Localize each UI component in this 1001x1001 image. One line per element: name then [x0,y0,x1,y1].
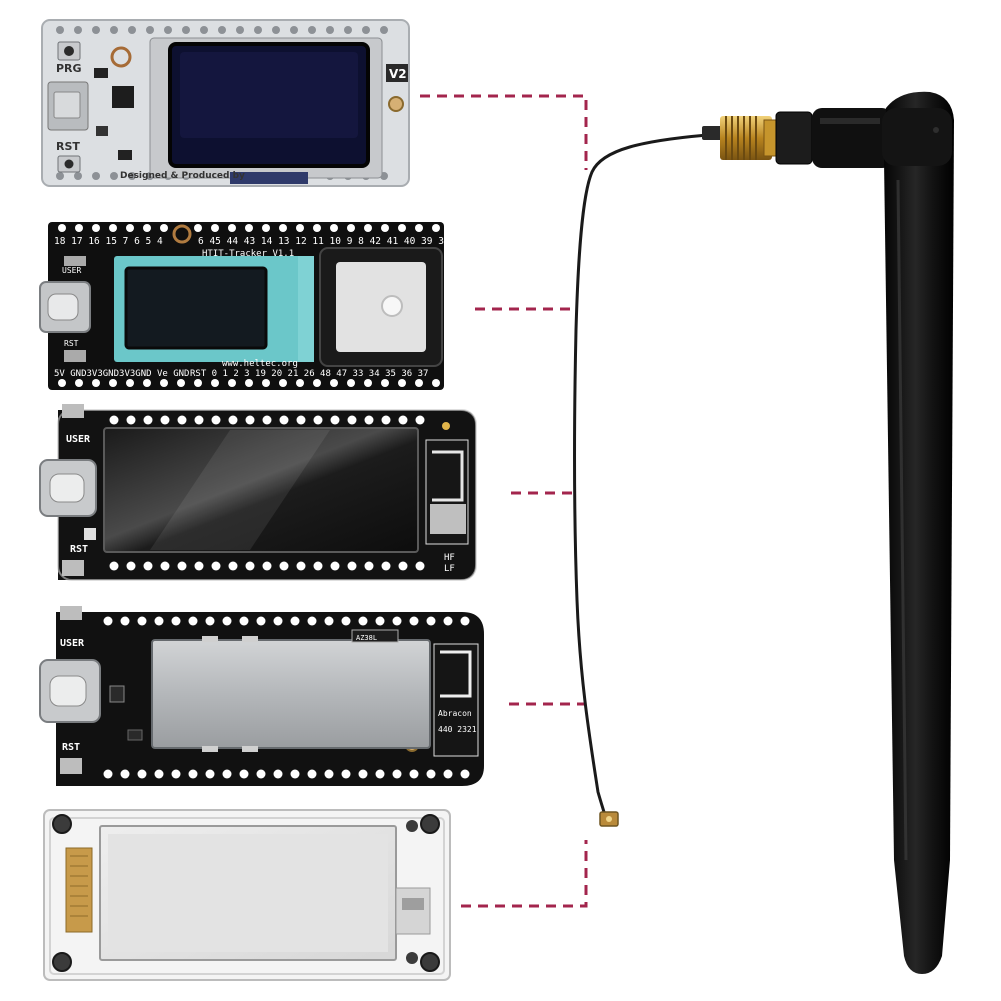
prg-label: PRG [56,62,82,75]
board4-chip-label: AZ38L [356,634,377,642]
board-3-header-pins [109,415,425,571]
gps-patch-antenna [336,262,426,352]
user-button[interactable] [64,256,86,266]
spring-antenna-icon [110,46,132,68]
board-2: 18 17 16 15 7 6 5 4 6 45 44 43 14 13 12 … [39,222,450,390]
board2-bottom-pin-labels-right: RST 0 1 2 3 19 20 21 26 48 47 33 34 35 3… [190,369,428,379]
board-4-header-pins [103,616,470,779]
board4-user-button[interactable] [60,606,82,620]
rst-label: RST [56,140,80,153]
screw-icon [406,952,418,964]
screw-icon [52,952,72,972]
board3-rst-label: RST [70,544,88,555]
ipex-pigtail-cable [573,126,724,827]
board4-rst-button[interactable] [60,758,82,774]
board1-version: V2 [389,67,407,81]
spring-antenna-icon [172,224,192,244]
board1-credit: Designed & Produced by [120,171,245,181]
fpc-connector [65,847,93,933]
board3-user-button[interactable] [62,404,84,418]
board2-bottom-pin-labels-left: 5V GND3V3GND3V3GND Ve GND [54,369,189,379]
dashed-connector-lines [420,94,588,908]
board2-top-pin-labels: 18 17 16 15 7 6 5 4 [54,236,163,247]
dashed-line-board1 [420,94,588,170]
screw-icon [52,814,72,834]
board-5 [43,809,451,981]
board3-display [103,427,419,553]
board2-rst-button[interactable] [64,350,86,362]
screw-icon [420,814,440,834]
board3-hf-label: HF [444,553,455,563]
board-1: PRG RST Designed & Produced by V2 [41,19,410,187]
board4-module-code: 440 2321 [438,725,477,734]
board2-rst-label: RST [64,339,79,348]
board3-user-label: USER [66,434,91,445]
dashed-line-board5 [461,840,588,908]
board2-url: www.heltec.org [222,359,298,369]
rf-shield-can [151,639,431,749]
tft-screen [124,266,268,350]
board4-rst-label: RST [62,742,80,753]
board4-user-label: USER [60,638,85,649]
board3-rst-button[interactable] [62,560,84,576]
board4-module-label: Abracon [438,709,472,718]
board2-user-label: USER [62,266,81,275]
board-3: USER RST HF LF [39,404,477,581]
screw-icon [406,820,418,832]
board-4: USER RST AZ38L Abracon 440 2321 [39,606,484,786]
ipex-connector-icon [388,96,404,112]
sma-connector [720,108,892,168]
board2-title: HTIT-Tracker V1.1 [202,249,294,259]
screw-icon [420,952,440,972]
rubber-duck-antenna [882,91,954,975]
board3-lf-label: LF [444,564,455,574]
board-2-header-pins [58,224,440,387]
sma-hex-nut [775,111,813,165]
board2-top-pin-labels-right: 6 45 44 43 14 13 12 11 10 9 8 42 41 40 3… [198,236,450,247]
